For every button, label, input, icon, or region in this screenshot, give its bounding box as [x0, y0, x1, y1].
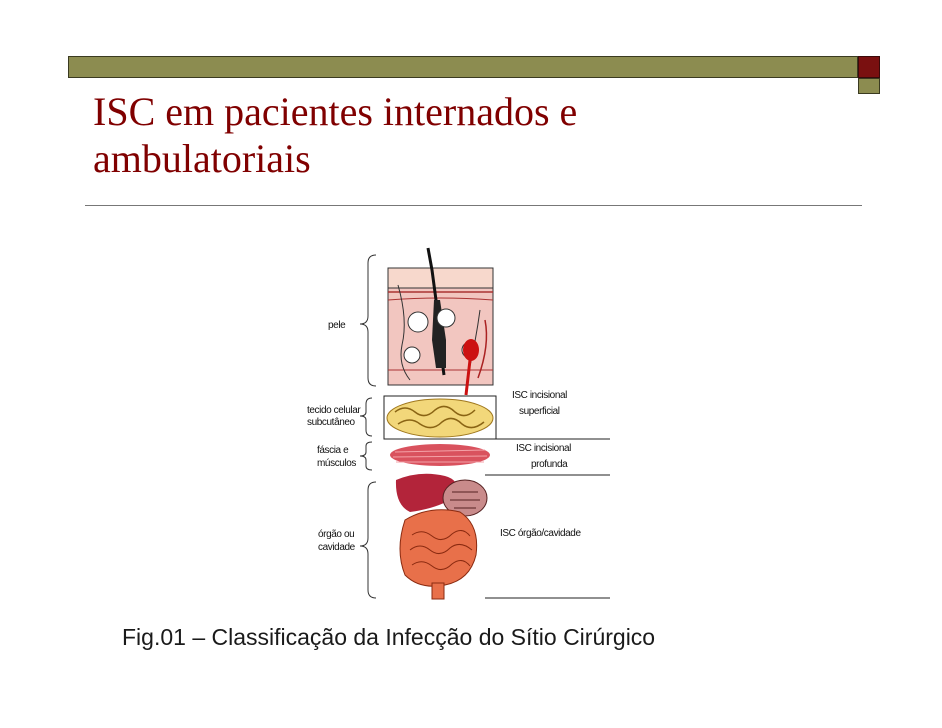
- label-isc-superficial-line1: ISC incisional: [512, 390, 567, 401]
- slide-title: ISC em pacientes internados e ambulatori…: [93, 89, 578, 181]
- title-divider: [85, 205, 862, 206]
- accent-square-olive: [858, 78, 880, 94]
- label-tecido-line1: tecido celular: [307, 405, 361, 416]
- label-fascia-line2: músculos: [317, 458, 356, 469]
- classification-lines: [485, 438, 610, 599]
- label-isc-profunda-line2: profunda: [531, 459, 568, 470]
- label-fascia-line1: fáscia e: [317, 445, 349, 456]
- label-pele: pele: [328, 320, 346, 331]
- organ-cavity-illustration: [395, 473, 488, 600]
- left-braces: [359, 254, 377, 599]
- figure-caption: Fig.01 – Classificação da Infecção do Sí…: [122, 624, 656, 650]
- title-bar-decoration: [68, 56, 858, 78]
- label-isc-superficial-line2: superficial: [519, 406, 560, 417]
- skin-illustration: [387, 247, 494, 396]
- fascia-muscle-illustration: [390, 444, 490, 466]
- label-orgao-line1: órgão ou: [318, 529, 354, 540]
- subcutaneous-fat-illustration: [383, 395, 497, 440]
- accent-square-red: [858, 56, 880, 78]
- label-isc-profunda-line1: ISC incisional: [516, 443, 571, 454]
- label-orgao-line2: cavidade: [318, 542, 356, 553]
- label-isc-orgao-cavidade: ISC órgão/cavidade: [500, 528, 581, 539]
- label-tecido-line2: subcutâneo: [307, 417, 356, 428]
